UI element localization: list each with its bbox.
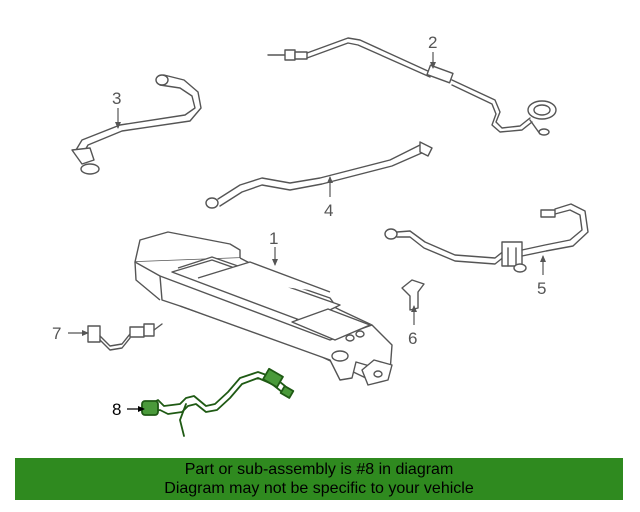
part-7-sensor bbox=[87, 323, 163, 351]
callout-7: 7 bbox=[52, 324, 61, 343]
callout-3: 3 bbox=[112, 89, 121, 108]
callout-6: 6 bbox=[408, 329, 417, 348]
part-6-bracket bbox=[401, 279, 425, 311]
callout-4: 4 bbox=[324, 201, 333, 220]
callout-1: 1 bbox=[269, 229, 278, 248]
part-5-line bbox=[384, 203, 589, 273]
part-1-canister bbox=[134, 231, 393, 386]
banner-line-1: Part or sub-assembly is #8 in diagram bbox=[184, 461, 454, 478]
callout-5: 5 bbox=[537, 279, 546, 298]
part-3-hose bbox=[71, 74, 202, 175]
part-8-sensor-highlighted bbox=[141, 367, 295, 437]
callout-2: 2 bbox=[428, 33, 437, 52]
part-2-vapor-tube bbox=[267, 37, 557, 136]
banner-line-2: Diagram may not be specific to your vehi… bbox=[164, 480, 474, 497]
info-banner: Part or sub-assembly is #8 in diagram Di… bbox=[15, 458, 623, 500]
callout-8: 8 bbox=[112, 400, 121, 419]
callout-leaders bbox=[68, 52, 546, 412]
part-4-tube bbox=[205, 141, 433, 209]
